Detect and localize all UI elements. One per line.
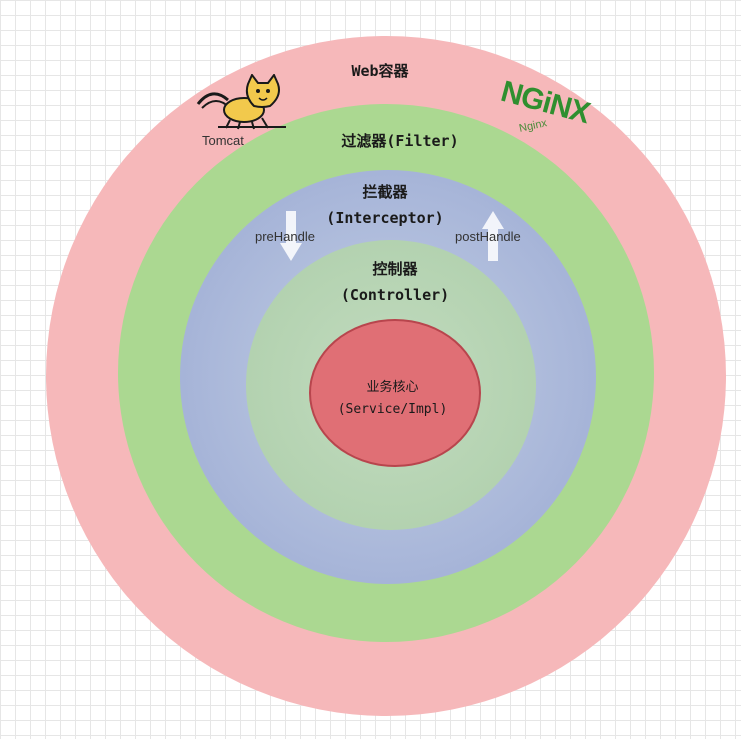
business-core-label-zh: 业务核心	[366, 380, 419, 395]
web-container-label: Web容器	[351, 62, 409, 80]
posthandle-up-arrow-icon	[482, 211, 504, 261]
controller-label: 控制器 (Controller)	[300, 256, 490, 308]
prehandle-label: preHandle	[255, 229, 315, 244]
business-core-label: 业务核心 (Service/Impl)	[310, 377, 475, 421]
business-core-label-en: (Service/Impl)	[337, 402, 448, 417]
tomcat-logo-icon	[196, 74, 286, 130]
interceptor-label-zh: 拦截器	[362, 183, 408, 201]
prehandle-down-arrow-icon	[280, 211, 302, 261]
controller-label-en: (Controller)	[340, 286, 450, 304]
tomcat-label: Tomcat	[202, 133, 244, 148]
controller-label-zh: 控制器	[372, 260, 418, 278]
posthandle-label: postHandle	[455, 229, 521, 244]
business-core-circle	[309, 319, 481, 467]
interceptor-label-en: (Interceptor)	[326, 209, 444, 227]
interceptor-label: 拦截器 (Interceptor)	[290, 179, 480, 231]
filter-label: 过滤器(Filter)	[341, 132, 459, 150]
